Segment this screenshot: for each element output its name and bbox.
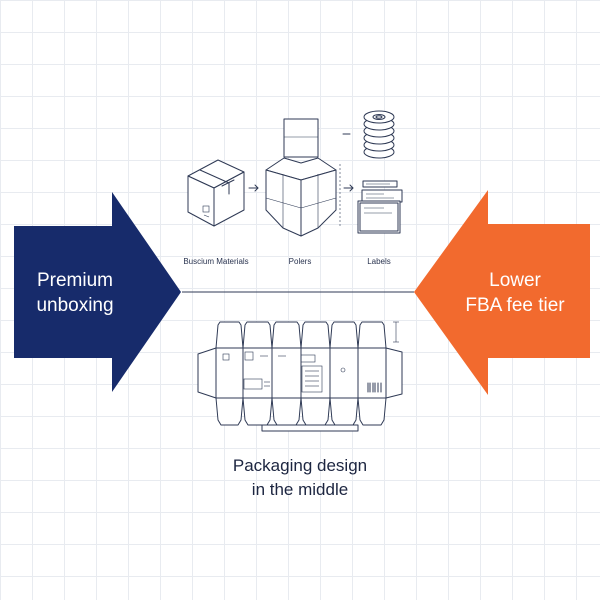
barcode-icon [367,382,382,393]
flow-arrow-2 [343,184,354,192]
dieline-bottom-flap [271,397,302,426]
dieline-glue-tab [197,347,217,399]
caption-line1: Packaging design [232,456,368,475]
right-arrow-line2: FBA fee tier [465,295,565,316]
dieline-panel [271,347,302,399]
material-label-3: Labels [367,257,391,266]
left-arrow-line1: Premium [36,270,113,291]
dieline-top-flap [271,321,302,349]
dieline-top-flap [300,321,331,349]
dieline-end-tab [385,347,403,399]
dieline-details [222,321,399,393]
label-stack-icon [357,180,403,234]
tape-roll-stack-icon [363,110,395,159]
material-label-1: Buscium Materials [183,257,249,266]
dieline-panel [329,347,359,399]
dieline-bottom-flap [300,397,331,426]
dieline-top-flap [215,321,244,349]
dieline-top-flap [242,321,273,349]
left-arrow-shape [14,192,181,392]
right-arrow-label: Lower FBA fee tier [450,268,580,318]
material-label-2: Polers [288,257,312,266]
right-arrow-shape [414,190,590,395]
dieline-bottom-flap [242,397,273,426]
flow-arrow-1 [248,184,259,192]
dieline-panel [242,347,273,399]
center-caption: Packaging design in the middle [150,454,450,502]
dieline-bottom-strip [261,424,359,432]
dieline-bottom-flap [329,397,359,426]
dieline-panel [357,347,387,399]
dieline-top-flap [357,321,387,349]
dieline-top-flap [329,321,359,349]
dieline-panel [215,347,244,399]
left-arrow-label: Premium unboxing [10,268,140,318]
caption-line2: in the middle [251,480,349,499]
dieline-bottom-flap [215,397,244,426]
folded-box-icon [265,118,341,237]
right-arrow-line1: Lower [489,270,541,291]
left-arrow-line2: unboxing [36,295,114,316]
dieline-bottom-flap [357,397,387,426]
dieline-panel [300,347,331,399]
shipping-box-icon [187,159,245,227]
